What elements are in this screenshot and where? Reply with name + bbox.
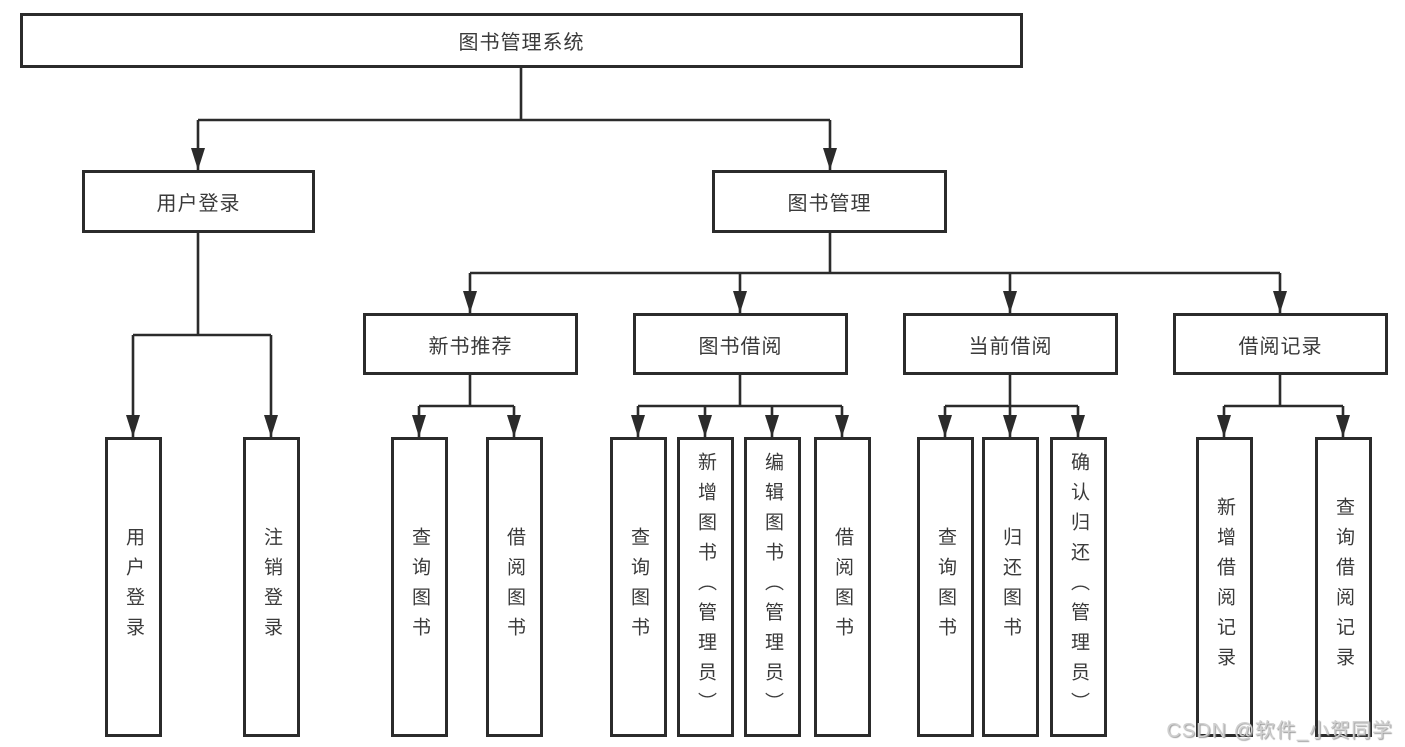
arrowhead bbox=[126, 415, 140, 437]
leaf-confirm-return-admin: 确认归还（管理员） bbox=[1050, 437, 1107, 737]
connector-book-borrow bbox=[636, 375, 844, 437]
leaf-return-books: 归还图书 bbox=[982, 437, 1039, 737]
leaf-query-books-borrow: 查询图书 bbox=[610, 437, 667, 737]
leaf-add-book-admin: 新增图书（管理员） bbox=[677, 437, 734, 737]
connector-borrow-records bbox=[1222, 375, 1345, 437]
arrowhead bbox=[698, 415, 712, 437]
arrowhead bbox=[765, 415, 779, 437]
arrowhead bbox=[264, 415, 278, 437]
arrowhead bbox=[1071, 415, 1085, 437]
leaf-borrow-books-borrow: 借阅图书 bbox=[814, 437, 871, 737]
leaf-edit-book-admin: 编辑图书（管理员） bbox=[744, 437, 801, 737]
connector-user-login bbox=[131, 233, 273, 437]
leaf-logout: 注销登录 bbox=[243, 437, 300, 737]
arrowhead bbox=[191, 148, 205, 170]
arrowhead bbox=[823, 148, 837, 170]
arrowhead bbox=[938, 415, 952, 437]
arrowhead bbox=[1217, 415, 1231, 437]
arrowhead bbox=[1003, 291, 1017, 313]
connector-root bbox=[196, 68, 832, 170]
leaf-user-login: 用户登录 bbox=[105, 437, 162, 737]
connector-book-mgmt bbox=[468, 233, 1282, 313]
leaf-query-books-rec: 查询图书 bbox=[391, 437, 448, 737]
arrowhead bbox=[1003, 415, 1017, 437]
leaf-borrow-books-rec: 借阅图书 bbox=[486, 437, 543, 737]
arrowhead bbox=[507, 415, 521, 437]
node-user-login: 用户登录 bbox=[82, 170, 315, 233]
node-book-mgmt: 图书管理 bbox=[712, 170, 947, 233]
arrowhead bbox=[631, 415, 645, 437]
arrowhead bbox=[463, 291, 477, 313]
connector-new-book-rec bbox=[417, 375, 516, 437]
leaf-query-borrow-record: 查询借阅记录 bbox=[1315, 437, 1372, 737]
node-new-book-rec: 新书推荐 bbox=[363, 313, 578, 375]
node-root: 图书管理系统 bbox=[20, 13, 1023, 68]
csdn-watermark: CSDN @软件_小贺同学 bbox=[1166, 720, 1393, 742]
leaf-add-borrow-record: 新增借阅记录 bbox=[1196, 437, 1253, 737]
arrowhead bbox=[835, 415, 849, 437]
arrowhead bbox=[412, 415, 426, 437]
leaf-query-books-current: 查询图书 bbox=[917, 437, 974, 737]
node-current-borrow: 当前借阅 bbox=[903, 313, 1118, 375]
node-book-borrow: 图书借阅 bbox=[633, 313, 848, 375]
arrowhead bbox=[1336, 415, 1350, 437]
node-borrow-records: 借阅记录 bbox=[1173, 313, 1388, 375]
arrowhead bbox=[1273, 291, 1287, 313]
arrowhead bbox=[733, 291, 747, 313]
